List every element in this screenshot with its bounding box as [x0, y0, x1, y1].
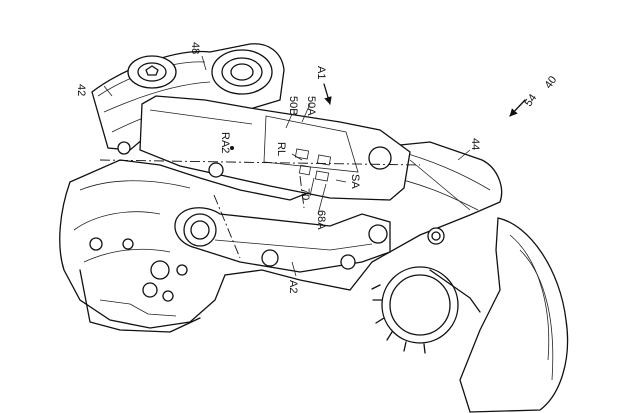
ref-40: 40 [542, 74, 559, 91]
leader-lines [103, 55, 526, 277]
ref-sa: SA [349, 174, 361, 189]
ref-48: 48 [189, 42, 201, 54]
ref-rl: RL [275, 142, 287, 156]
ref-42: 42 [75, 84, 87, 96]
ref-a2: A2 [287, 280, 299, 293]
axis-rl [213, 175, 305, 259]
ref-68a: 68A [315, 210, 327, 230]
ref-50a: 50A [305, 96, 317, 116]
link-arm [174, 207, 391, 273]
electronic-unit [139, 95, 411, 201]
ref-ra2: RA2 [219, 132, 231, 153]
ref-44: 44 [469, 138, 481, 150]
ref-54: 54 [522, 92, 539, 109]
ref-70: 70 [299, 188, 311, 200]
pulley-cage [371, 217, 569, 413]
ref-a1: A1 [315, 66, 327, 79]
axis-a2 [99, 159, 421, 166]
ref-50b: 50B [287, 96, 299, 116]
